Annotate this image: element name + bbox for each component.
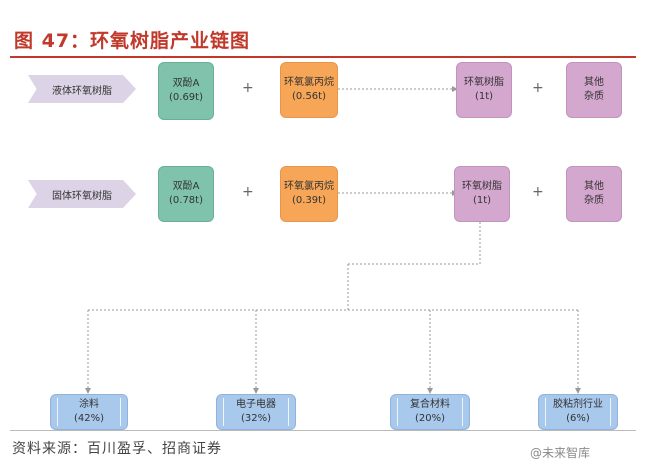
impurity-line1: 其他 (584, 77, 604, 88)
box-divider (223, 398, 224, 426)
application-share: (20%) (414, 413, 446, 424)
impurity-line1: 其他 (584, 181, 604, 192)
box-divider (120, 398, 121, 426)
material-name: 双酚A (172, 78, 200, 89)
plus-sign: + (242, 184, 254, 200)
impurity-line2: 杂质 (584, 91, 604, 102)
epichlorohydrin-box: 环氧氯丙烷 (0.39t) (280, 166, 338, 222)
application-share: (6%) (566, 413, 590, 424)
application-electronics: 电子电器 (32%) (216, 394, 296, 430)
bisphenol-a-box: 双酚A (0.78t) (158, 166, 214, 222)
material-amount: (0.39t) (292, 195, 326, 206)
arrowhead-app-4 (575, 388, 581, 394)
material-name: 环氧氯丙烷 (284, 181, 334, 192)
category-label: 固体环氧树脂 (52, 190, 112, 202)
category-label: 液体环氧树脂 (52, 85, 112, 97)
category-liquid-epoxy: 液体环氧树脂 (28, 75, 136, 103)
plus-sign: + (242, 80, 254, 96)
arrowhead-app-3 (427, 388, 433, 394)
impurity-box: 其他 杂质 (566, 166, 622, 222)
footer-rule (10, 430, 636, 431)
application-coatings: 涂料 (42%) (50, 394, 128, 430)
plus-sign: + (532, 184, 544, 200)
material-name: 环氧树脂 (464, 77, 504, 88)
application-adhesives: 胶粘剂行业 (6%) (538, 394, 618, 430)
material-name: 环氧氯丙烷 (284, 77, 334, 88)
application-share: (42%) (73, 413, 105, 424)
application-name: 胶粘剂行业 (553, 399, 603, 410)
epichlorohydrin-box: 环氧氯丙烷 (0.56t) (280, 62, 338, 118)
box-divider (397, 398, 398, 426)
material-amount: (0.69t) (169, 92, 203, 103)
epoxy-resin-box: 环氧树脂 (1t) (454, 166, 510, 222)
material-name: 环氧树脂 (462, 181, 502, 192)
impurity-line2: 杂质 (584, 195, 604, 206)
material-name: 双酚A (172, 181, 200, 192)
epoxy-resin-box: 环氧树脂 (1t) (456, 62, 512, 118)
arrowhead-app-2 (253, 388, 259, 394)
page-title: 图 47：环氧树脂产业链图 (14, 30, 251, 52)
application-composites: 复合材料 (20%) (390, 394, 470, 430)
material-amount: (1t) (472, 195, 492, 206)
application-share: (32%) (240, 413, 272, 424)
box-divider (462, 398, 463, 426)
arrowhead-app-1 (85, 388, 91, 394)
impurity-box: 其他 杂质 (566, 62, 622, 118)
material-amount: (0.78t) (169, 195, 203, 206)
material-amount: (0.56t) (292, 91, 326, 102)
category-solid-epoxy: 固体环氧树脂 (28, 180, 136, 208)
plus-sign: + (532, 80, 544, 96)
box-divider (57, 398, 58, 426)
title-underline (10, 56, 636, 58)
source-note: 资料来源：百川盈孚、招商证券 (12, 441, 222, 457)
material-amount: (1t) (474, 91, 494, 102)
box-divider (288, 398, 289, 426)
bisphenol-a-box: 双酚A (0.69t) (158, 62, 214, 120)
application-name: 复合材料 (410, 399, 450, 410)
application-name: 涂料 (79, 399, 99, 410)
arrowhead-row1 (452, 86, 458, 92)
box-divider (545, 398, 546, 426)
watermark: @未来智库 (530, 446, 591, 460)
box-divider (610, 398, 611, 426)
application-name: 电子电器 (236, 399, 276, 410)
